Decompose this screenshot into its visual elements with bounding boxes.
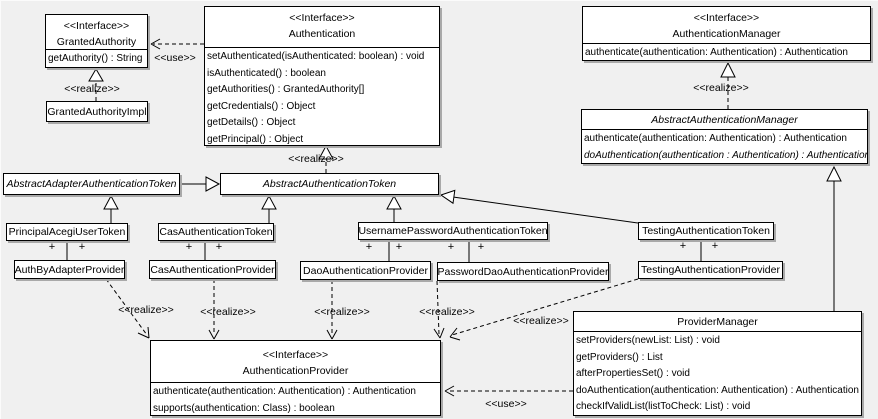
generalization-triangle-cas: [261, 194, 277, 210]
class-authentication: <<Interface>> Authentication setAuthenti…: [204, 6, 440, 146]
class-authentication-provider: <<Interface>> AuthenticationProvider aut…: [150, 340, 441, 416]
class-name: UsernamePasswordAuthenticationToken: [358, 225, 548, 237]
association-end-label: +: [679, 240, 687, 252]
stereotype-label: <<Interface>>: [63, 20, 130, 32]
method: doAuthentication(authentication : Authen…: [584, 149, 867, 161]
realize-label: <<realize>>: [64, 83, 120, 95]
method: setProviders(newList: List) : void: [576, 335, 720, 346]
generalization-edge-testingauthenticationtoken: [452, 196, 639, 224]
class-granted-authority: <<Interface>> GrantedAuthority getAuthor…: [45, 14, 148, 68]
stereotype-label: <<Interface>>: [693, 12, 760, 24]
method: getPrincipal() : Object: [207, 133, 304, 145]
association-end-label: +: [477, 241, 485, 253]
class-abstract-authentication-manager: AbstractAuthenticationManager authentica…: [581, 109, 868, 164]
class-username-password-authentication-token: UsernamePasswordAuthenticationToken: [358, 222, 548, 240]
generalization-triangle-testing: [439, 189, 456, 205]
class-name: ProviderManager: [677, 315, 758, 328]
class-granted-authority-impl: GrantedAuthorityImpl: [46, 101, 148, 122]
realize-arrowhead-1: [137, 326, 150, 339]
association-end-label: +: [48, 241, 56, 253]
class-name: AbstractAuthenticationToken: [262, 178, 397, 190]
generalization-triangle-abstractadapter: [103, 194, 119, 210]
method: getAuthority() : String: [48, 53, 143, 64]
class-name: PasswordDaoAuthenticationProvider: [437, 265, 609, 278]
class-name: TestingAuthenticationProvider: [641, 264, 780, 276]
use-arrowhead-grantedauthority: [150, 38, 161, 50]
realize-arrowhead-5: [449, 327, 461, 341]
realize-triangle-grantedauthority: [88, 68, 104, 82]
method-list: getAuthority() : String: [46, 49, 147, 67]
realize-label: <<realize>>: [693, 82, 749, 94]
realize-label: <<realize>>: [419, 306, 475, 318]
class-testing-authentication-provider: TestingAuthenticationProvider: [638, 261, 783, 279]
use-label: <<use>>: [154, 52, 196, 64]
method-list: authenticate(authentication: Authenticat…: [151, 382, 440, 415]
use-arrowhead-authenticationprovider: [444, 385, 455, 397]
method: checkIfValidList(listToCheck: List) : vo…: [576, 401, 751, 412]
method: getAuthorities() : GrantedAuthority[]: [207, 84, 365, 95]
class-name: AbstractAuthenticationManager: [651, 113, 798, 126]
class-name: PrincipalAcegiUserToken: [8, 226, 126, 238]
association-end-label: +: [447, 241, 455, 253]
class-name: CasAuthenticationProvider: [150, 263, 275, 276]
method: authenticate(authentication: Authenticat…: [153, 386, 416, 397]
method: supports(authentication: Class) : boolea…: [153, 402, 335, 414]
generalization-triangle-usernamepassword: [386, 194, 402, 210]
class-name: TestingAuthenticationToken: [642, 225, 770, 237]
method-list: setAuthenticated(isAuthenticated: boolea…: [205, 47, 439, 145]
class-name: GrantedAuthority: [56, 36, 137, 48]
association-end-label: +: [365, 241, 373, 253]
class-password-dao-authentication-provider: PasswordDaoAuthenticationProvider: [437, 262, 609, 281]
class-name: Authentication: [288, 28, 356, 40]
method: getCredentials() : Object: [207, 100, 316, 112]
method: authenticate(authentication: Authenticat…: [585, 47, 848, 58]
method-list: setProviders(newList: List) : void getPr…: [574, 331, 861, 415]
class-principal-acegi-user-token: PrincipalAcegiUserToken: [6, 223, 128, 241]
class-dao-authentication-provider: DaoAuthenticationProvider: [300, 261, 431, 280]
realize-arrowhead-4: [433, 327, 445, 339]
method: getDetails() : Object: [207, 117, 296, 128]
class-auth-by-adapter-provider: AuthByAdapterProvider: [14, 260, 125, 279]
class-name: AuthenticationManager: [672, 28, 781, 40]
method-list: authenticate(authentication: Authenticat…: [583, 43, 870, 60]
class-cas-authentication-token: CasAuthenticationToken: [158, 223, 274, 241]
realize-arrowhead-2: [208, 329, 220, 340]
realize-label: <<realize>>: [200, 306, 256, 318]
class-name: CasAuthenticationToken: [159, 226, 273, 238]
realize-label: <<realize>>: [288, 153, 344, 165]
association-end-label: +: [215, 241, 223, 253]
class-provider-manager: ProviderManager setProviders(newList: Li…: [573, 311, 862, 416]
stereotype-label: <<Interface>>: [262, 349, 329, 361]
class-authentication-manager: <<Interface>> AuthenticationManager auth…: [582, 6, 871, 61]
use-label: <<use>>: [485, 398, 527, 410]
association-end-label: +: [185, 241, 193, 253]
class-name: DaoAuthenticationProvider: [303, 264, 428, 277]
method: authenticate(authentication: Authenticat…: [584, 133, 847, 144]
realize-label: <<realize>>: [513, 315, 569, 327]
method: setAuthenticated(isAuthenticated: boolea…: [207, 51, 425, 62]
association-end-label: +: [78, 241, 86, 253]
stereotype-label: <<Interface>>: [289, 12, 355, 24]
class-name: AbstractAdapterAuthenticationToken: [6, 178, 177, 190]
realize-label: <<realize>>: [118, 304, 174, 316]
association-end-label: +: [711, 240, 719, 252]
association-end-label: +: [395, 241, 403, 253]
generalization-triangle-abstractauthenticationtoken: [205, 176, 221, 192]
method-list: authenticate(authentication: Authenticat…: [582, 129, 867, 163]
realize-label: <<realize>>: [314, 306, 370, 318]
class-name: GrantedAuthorityImpl: [47, 105, 147, 118]
class-name: AuthByAdapterProvider: [14, 263, 125, 276]
method: getProviders() : List: [576, 351, 663, 363]
class-name: AuthenticationProvider: [242, 365, 349, 377]
generalization-triangle-abstractauthenticationmanager: [826, 165, 842, 182]
class-abstract-adapter-authentication-token: AbstractAdapterAuthenticationToken: [3, 173, 180, 195]
method: doAuthentication(authentication: Authent…: [576, 384, 859, 396]
method: isAuthenticated() : boolean: [207, 67, 326, 79]
class-testing-authentication-token: TestingAuthenticationToken: [638, 222, 774, 240]
class-cas-authentication-provider: CasAuthenticationProvider: [149, 260, 276, 279]
method: afterPropertiesSet() : void: [576, 368, 690, 379]
realize-arrowhead-3: [326, 329, 338, 340]
realize-triangle-authenticationmanager: [720, 61, 736, 78]
class-abstract-authentication-token: AbstractAuthenticationToken: [220, 173, 439, 195]
